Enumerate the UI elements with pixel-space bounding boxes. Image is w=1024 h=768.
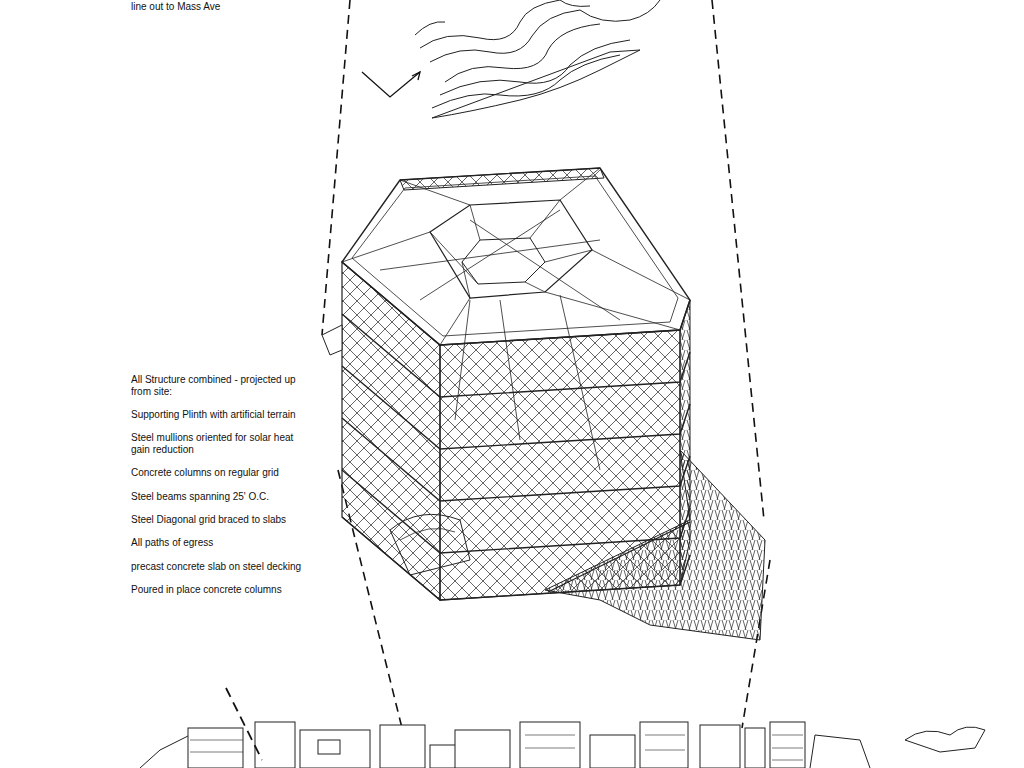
structure-note: Steel Diagonal grid braced to slabs: [131, 514, 331, 526]
structure-note: Concrete columns on regular grid: [131, 467, 331, 479]
site-note: line out to Mass Ave: [131, 1, 331, 13]
structure-note: Steel mullions oriented for solar heat g…: [131, 432, 306, 456]
structure-note: Steel beams spanning 25' O.C.: [131, 491, 331, 503]
structure-note: Poured in place concrete columns: [131, 584, 331, 596]
legend-heading: All Structure combined - projected up fr…: [131, 374, 306, 398]
structure-note: All paths of egress: [131, 537, 331, 549]
structure-note: Supporting Plinth with artificial terrai…: [131, 409, 331, 421]
structure-note: precast concrete slab on steel decking: [131, 561, 331, 573]
